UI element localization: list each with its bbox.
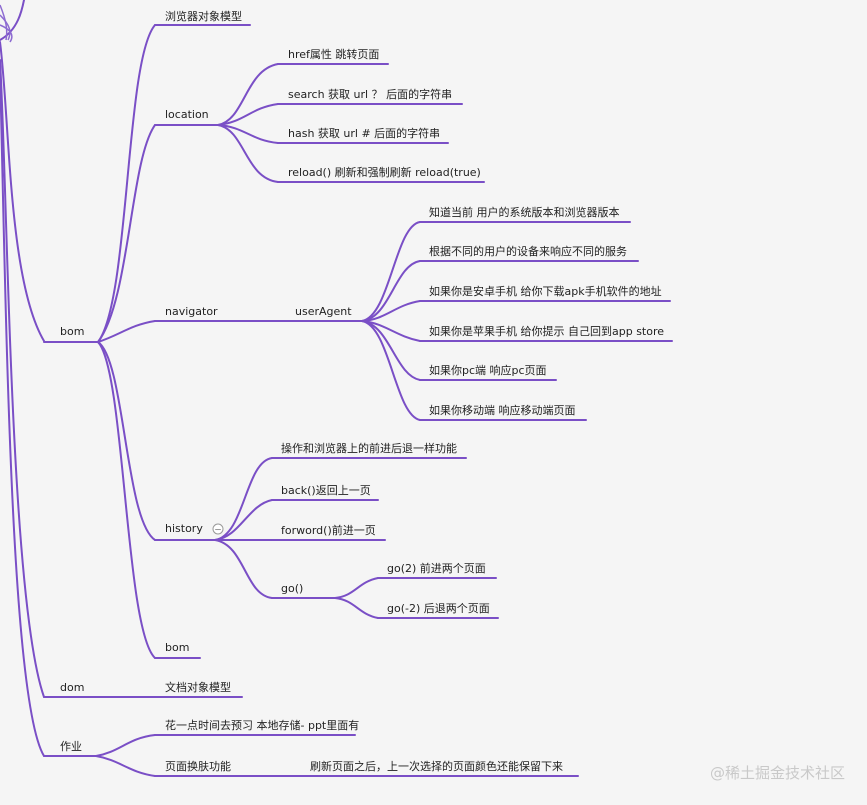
node-location[interactable]: location xyxy=(165,108,209,121)
root-strands xyxy=(0,4,13,43)
bom-to-top-connector xyxy=(97,24,156,343)
node-homework-2[interactable]: 页面换肤功能 xyxy=(165,759,231,773)
node-homework-2-desc[interactable]: 刷新页面之后，上一次选择的页面颜色还能保留下来 xyxy=(310,759,563,773)
node-ua-6[interactable]: 如果你移动端 响应移动端页面 xyxy=(429,403,576,417)
node-navigator[interactable]: navigator xyxy=(165,305,218,318)
collapse-circle-icon[interactable] xyxy=(212,523,224,535)
history-collapse-toggle[interactable]: − xyxy=(212,523,224,536)
bom-to-bom2-connector xyxy=(97,341,156,659)
node-search[interactable]: search 获取 url ？ 后面的字符串 xyxy=(288,87,452,101)
node-reload[interactable]: reload() 刷新和强制刷新 reload(true) xyxy=(288,165,481,179)
history-to-h1-connector xyxy=(214,457,273,541)
node-homework[interactable]: 作业 xyxy=(60,740,82,753)
root-strand xyxy=(0,14,11,41)
location-to-hash-connector xyxy=(217,124,279,144)
node-ua-5[interactable]: 如果你pc端 响应pc页面 xyxy=(429,363,547,377)
location-to-href-connector xyxy=(217,63,279,126)
bom-to-history-connector xyxy=(97,341,156,541)
ua-connector-6 xyxy=(361,320,421,421)
ua-connector-5 xyxy=(361,320,421,381)
node-history-forward[interactable]: forword()前进一页 xyxy=(281,523,376,537)
root-connector xyxy=(0,0,25,41)
node-dom-desc[interactable]: 文档对象模型 xyxy=(165,680,231,694)
location-to-search-connector xyxy=(217,103,279,126)
node-dom[interactable]: dom xyxy=(60,681,84,694)
node-go-forward[interactable]: go(2) 前进两个页面 xyxy=(387,561,486,575)
bom-to-navigator-connector xyxy=(97,320,156,343)
node-ua-1[interactable]: 知道当前 用户的系统版本和浏览器版本 xyxy=(429,205,620,219)
history-to-go-connector xyxy=(214,539,273,599)
node-bom[interactable]: bom xyxy=(60,325,84,338)
collapse-symbol: − xyxy=(214,526,222,536)
history-to-h2-connector xyxy=(214,499,273,541)
ua-connector-3 xyxy=(361,300,421,322)
root-strand xyxy=(0,4,8,41)
node-browser-object-model[interactable]: 浏览器对象模型 xyxy=(165,9,242,23)
bom-to-location-connector xyxy=(97,124,156,343)
location-to-reload-connector xyxy=(217,124,279,183)
node-history-1[interactable]: 操作和浏览器上的前进后退一样功能 xyxy=(281,441,457,455)
node-useragent[interactable]: userAgent xyxy=(295,305,352,318)
node-ua-2[interactable]: 根据不同的用户的设备来响应不同的服务 xyxy=(429,244,627,258)
root-to-homework-connector xyxy=(0,69,45,757)
node-go-back[interactable]: go(-2) 后退两个页面 xyxy=(387,602,490,615)
go-to-go2-connector xyxy=(334,597,379,619)
node-history-back[interactable]: back()返回上一页 xyxy=(281,484,371,497)
node-bom-2[interactable]: bom xyxy=(165,641,189,654)
go-to-go1-connector xyxy=(334,577,379,599)
ua-connector-1 xyxy=(361,221,421,322)
node-hash[interactable]: hash 获取 url # 后面的字符串 xyxy=(288,126,440,140)
node-href[interactable]: href属性 跳转页面 xyxy=(288,47,379,61)
homework-to-hw1-connector xyxy=(95,734,156,757)
connector-lines xyxy=(0,0,673,777)
node-history[interactable]: history xyxy=(165,522,203,535)
ua-connector-2 xyxy=(361,260,421,322)
node-ua-3[interactable]: 如果你是安卓手机 给你下载apk手机软件的地址 xyxy=(429,284,662,298)
root-to-dom-connector xyxy=(0,59,45,698)
root-to-bom-connector xyxy=(0,41,45,342)
node-ua-4[interactable]: 如果你是苹果手机 给你提示 自己回到app store xyxy=(429,324,664,338)
root-strand xyxy=(0,24,13,43)
homework-to-hw2-connector xyxy=(95,755,156,777)
watermark: @稀土掘金技术社区 xyxy=(710,764,845,782)
node-homework-1[interactable]: 花一点时间去预习 本地存储- ppt里面有 xyxy=(165,718,359,732)
node-go[interactable]: go() xyxy=(281,582,303,595)
